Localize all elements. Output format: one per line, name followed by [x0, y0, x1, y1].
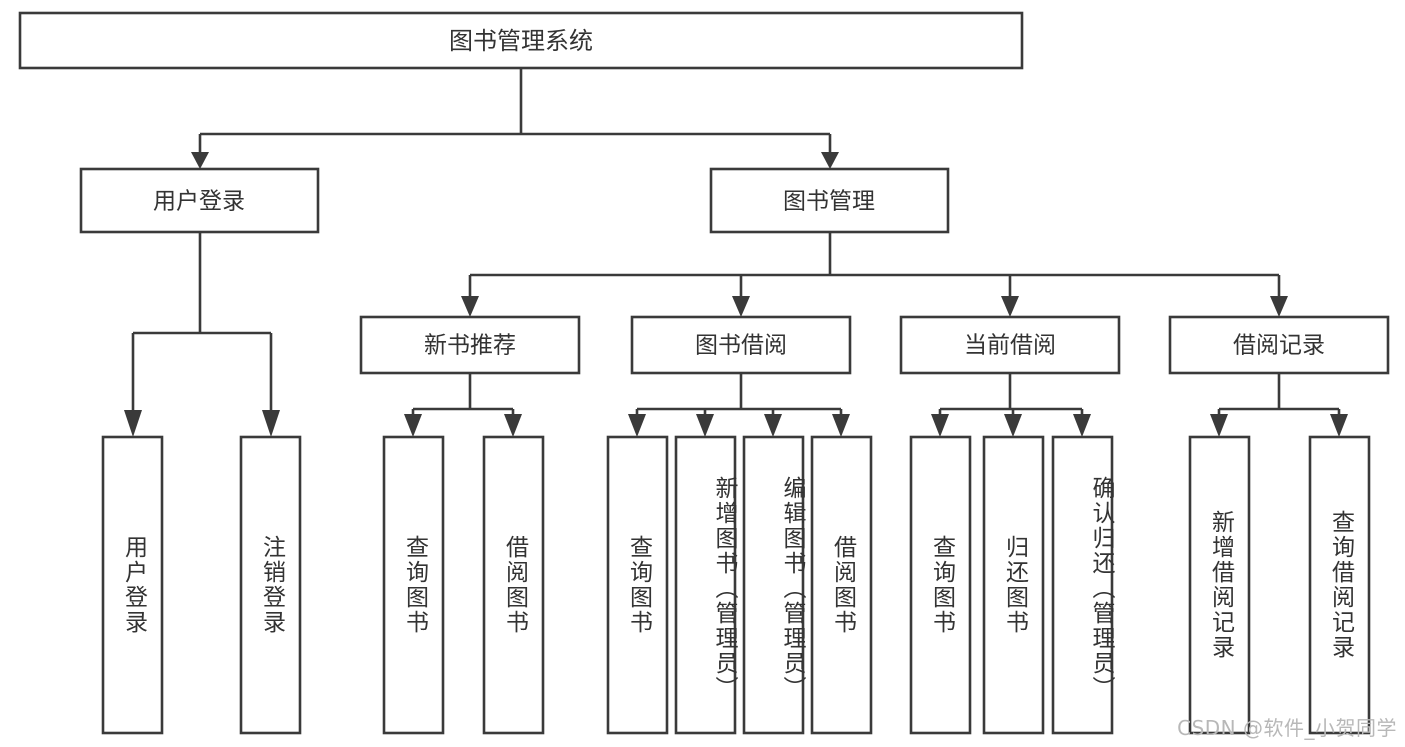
arrowhead-cb-leaf-3 [1073, 414, 1091, 437]
node-new-book-recommendation-label: 新书推荐 [424, 333, 516, 359]
arrowhead-br-leaf-2 [1330, 414, 1348, 437]
arrowhead-bb-leaf-3 [764, 414, 782, 437]
node-user-login-label: 用户登录 [153, 189, 245, 215]
leaf-box-confirm-return-admin[interactable] [1051, 435, 1114, 735]
node-book-management-box[interactable] [709, 167, 950, 234]
leaf-box-user-login[interactable] [101, 435, 164, 735]
node-root-system[interactable]: 图书管理系统 [18, 11, 1024, 70]
arrowhead-cb-leaf-2 [1004, 414, 1022, 437]
node-user-login-box[interactable] [79, 167, 320, 234]
leaf-box-add-borrow-record[interactable] [1188, 435, 1251, 735]
node-current-borrowing[interactable]: 当前借阅 [899, 315, 1121, 375]
leaf-box-layer [101, 435, 1371, 735]
leaf-box-query-book-bb[interactable] [606, 435, 669, 735]
arrowhead-leaf-logout [262, 410, 280, 437]
node-borrowing-record-box[interactable] [1168, 315, 1390, 375]
node-current-borrowing-label: 当前借阅 [964, 333, 1056, 359]
leaf-box-query-borrow-record[interactable] [1308, 435, 1371, 735]
arrowhead-book-mgmt [821, 152, 839, 169]
arrowhead-user-login [191, 152, 209, 169]
node-user-login[interactable]: 用户登录 [79, 167, 320, 234]
node-book-borrowing-label: 图书借阅 [695, 333, 787, 359]
leaf-box-add-book-admin[interactable] [674, 435, 737, 735]
arrowhead-br-leaf-1 [1210, 414, 1228, 437]
arrowhead-book-borrow [732, 296, 750, 317]
arrowhead-nbr-leaf-2 [504, 414, 522, 437]
leaf-box-edit-book-admin[interactable] [742, 435, 805, 735]
watermark-text: CSDN @软件_小贺同学 [1177, 716, 1397, 740]
node-new-book-recommendation[interactable]: 新书推荐 [359, 315, 581, 375]
leaf-box-logout[interactable] [239, 435, 302, 735]
arrowhead-bb-leaf-2 [696, 414, 714, 437]
arrowhead-borrow-record [1270, 296, 1288, 317]
node-book-management-label: 图书管理 [783, 189, 875, 215]
connector-layer [124, 68, 1348, 437]
node-book-borrowing-box[interactable] [630, 315, 852, 375]
node-book-borrowing[interactable]: 图书借阅 [630, 315, 852, 375]
leaf-box-borrow-book-bb[interactable] [810, 435, 873, 735]
node-book-management[interactable]: 图书管理 [709, 167, 950, 234]
leaf-box-query-book-cb[interactable] [909, 435, 972, 735]
node-root-label: 图书管理系统 [449, 27, 593, 55]
leaf-box-query-book-nbr[interactable] [382, 435, 445, 735]
arrowhead-cb-leaf-1 [931, 414, 949, 437]
arrowhead-current-borrow [1001, 296, 1019, 317]
arrowhead-nbr-leaf-1 [404, 414, 422, 437]
leaf-box-borrow-book-nbr[interactable] [482, 435, 545, 735]
node-current-borrowing-box[interactable] [899, 315, 1121, 375]
arrowhead-bb-leaf-1 [628, 414, 646, 437]
node-new-book-recommendation-box[interactable] [359, 315, 581, 375]
node-root-box[interactable] [18, 11, 1024, 70]
node-borrowing-record-label: 借阅记录 [1233, 333, 1325, 359]
arrowhead-leaf-user-login [124, 410, 142, 437]
node-borrowing-record[interactable]: 借阅记录 [1168, 315, 1390, 375]
leaf-box-return-book[interactable] [982, 435, 1045, 735]
arrowhead-bb-leaf-4 [832, 414, 850, 437]
arrowhead-new-book-rec [461, 296, 479, 317]
